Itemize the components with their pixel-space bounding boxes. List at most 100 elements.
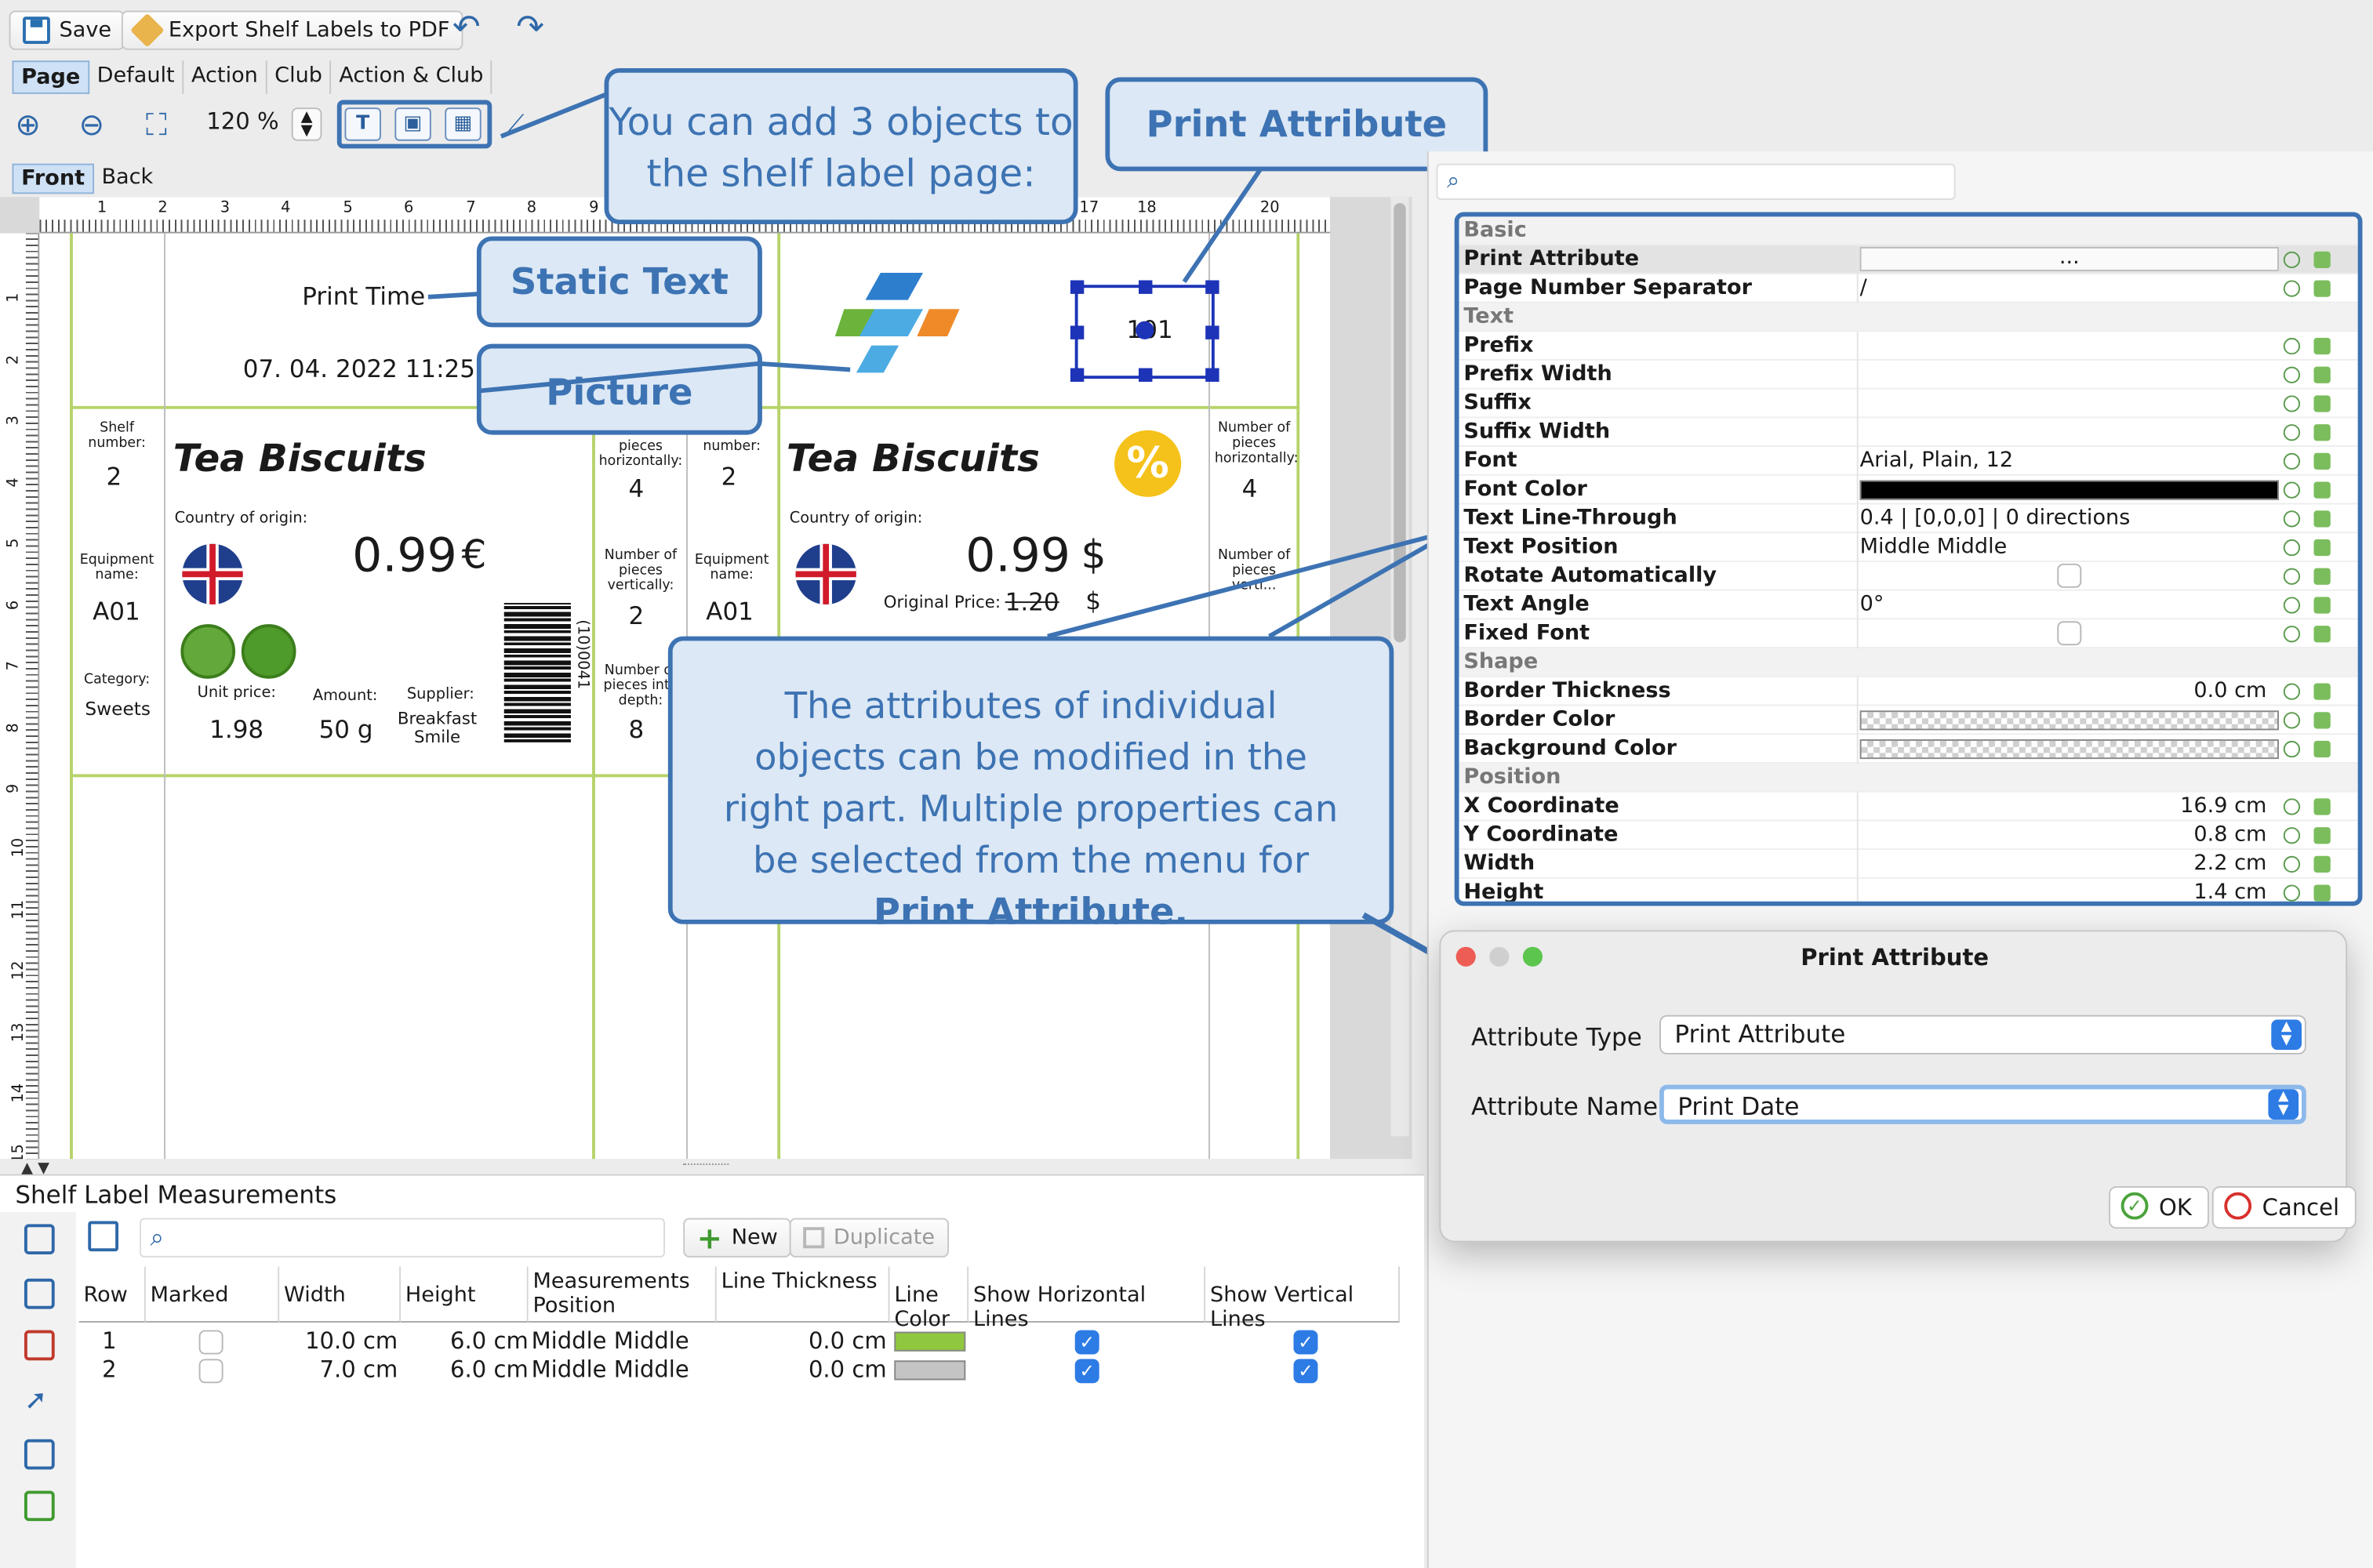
color-swatch[interactable] — [1859, 710, 2279, 731]
attribute-type-select[interactable]: Print Attribute ▲▼ — [1659, 1014, 2306, 1054]
tab-club[interactable]: Club — [267, 60, 332, 94]
property-checkbox[interactable] — [2057, 621, 2082, 646]
print-date-text[interactable]: 07. 04. 2022 11:25: — [242, 354, 484, 383]
marked-checkbox[interactable] — [198, 1330, 223, 1355]
save-button[interactable]: Save — [9, 10, 125, 50]
property-category[interactable]: ⌄Position — [1459, 763, 2358, 793]
attribute-name-select[interactable]: Print Date ▲▼ — [1659, 1084, 2306, 1124]
reset-icon[interactable] — [2283, 510, 2301, 528]
column-header[interactable]: Height — [401, 1266, 529, 1323]
select-all-icon[interactable] — [24, 1224, 55, 1255]
property-row[interactable]: Page Number Separator/ — [1459, 274, 2358, 303]
expand-chevron-icon[interactable]: ⌄ — [1455, 216, 1457, 245]
property-row[interactable]: Prefix — [1459, 332, 2358, 361]
expand-chevron-icon[interactable]: ⌄ — [1455, 303, 1457, 332]
apply-to-all-icon[interactable] — [2313, 712, 2331, 729]
property-row[interactable]: Prefix Width — [1459, 360, 2358, 390]
property-value[interactable]: 16.9 cm — [2180, 793, 2267, 818]
tab-action-club[interactable]: Action & Club — [332, 60, 493, 94]
minimize-icon[interactable] — [1489, 946, 1510, 967]
reset-icon[interactable] — [2283, 251, 2301, 269]
row-number[interactable]: 2 — [102, 1356, 117, 1384]
line-color-swatch[interactable] — [894, 1331, 966, 1352]
tab-action[interactable]: Action — [184, 60, 267, 94]
redo-icon[interactable]: ↷ — [516, 9, 544, 47]
resize-handle[interactable] — [1205, 368, 1219, 382]
maximize-icon[interactable] — [1522, 946, 1543, 967]
reset-icon[interactable] — [2283, 424, 2301, 441]
apply-to-all-icon[interactable] — [2313, 452, 2331, 470]
resize-handle[interactable] — [1070, 280, 1085, 294]
apply-to-all-icon[interactable] — [2313, 597, 2331, 614]
apply-to-all-icon[interactable] — [2313, 510, 2331, 528]
column-header[interactable]: Width — [279, 1266, 402, 1323]
canvas-scrollbar[interactable] — [1390, 197, 1409, 1137]
reset-icon[interactable] — [2283, 568, 2301, 585]
apply-to-all-icon[interactable] — [2313, 827, 2331, 844]
row-number[interactable]: 1 — [102, 1327, 117, 1355]
export-pdf-button[interactable]: Export Shelf Labels to PDF — [121, 10, 463, 50]
reset-icon[interactable] — [2283, 827, 2301, 844]
measurement-search-input[interactable]: ⌕ — [140, 1218, 665, 1258]
reset-icon[interactable] — [2283, 798, 2301, 815]
vertical-lines-checkbox[interactable]: ✓ — [1293, 1359, 1318, 1384]
tab-default[interactable]: Default — [89, 60, 184, 94]
property-row[interactable]: Rotate Automatically — [1459, 561, 2358, 591]
horizontal-lines-checkbox[interactable]: ✓ — [1074, 1330, 1099, 1355]
tab-page[interactable]: Page — [12, 60, 89, 94]
reset-icon[interactable] — [2283, 884, 2301, 902]
apply-to-all-icon[interactable] — [2313, 539, 2331, 557]
property-value[interactable]: 2.2 cm — [2193, 851, 2267, 876]
logo-picture[interactable] — [834, 272, 963, 379]
zoom-level[interactable]: 120 % — [206, 107, 279, 135]
property-value[interactable]: 0° — [1859, 592, 1884, 617]
cursor-icon[interactable]: ➚ — [24, 1385, 48, 1417]
reset-icon[interactable] — [2283, 740, 2301, 758]
thickness-cell[interactable]: 0.0 cm — [808, 1356, 887, 1384]
apply-to-all-icon[interactable] — [2313, 568, 2331, 585]
reset-icon[interactable] — [2283, 626, 2301, 643]
column-header[interactable]: Show Vertical Lines — [1205, 1266, 1401, 1332]
property-value[interactable]: Middle Middle — [1859, 535, 2008, 560]
resize-handle[interactable] — [1139, 368, 1153, 382]
height-cell[interactable]: 6.0 cm — [450, 1327, 529, 1355]
print-attribute-object[interactable]: 101 — [1070, 280, 1219, 382]
reset-icon[interactable] — [2283, 855, 2301, 873]
property-value[interactable]: / — [1859, 275, 1867, 300]
add-picture-icon[interactable]: ▣ — [394, 107, 431, 141]
vertical-lines-checkbox[interactable]: ✓ — [1293, 1330, 1318, 1355]
reset-icon[interactable] — [2283, 395, 2301, 412]
horizontal-lines-checkbox[interactable]: ✓ — [1074, 1359, 1099, 1384]
apply-to-all-icon[interactable] — [2313, 251, 2331, 269]
line-color-swatch[interactable] — [894, 1360, 966, 1381]
excel-export-icon[interactable] — [24, 1490, 55, 1522]
resize-handle[interactable] — [1070, 325, 1085, 339]
splitter-grip[interactable] — [683, 1163, 729, 1168]
copy-icon[interactable] — [24, 1278, 55, 1309]
zoom-out-icon[interactable]: ⊖ — [78, 106, 105, 143]
document-icon[interactable] — [24, 1439, 55, 1470]
font-color-swatch[interactable] — [1859, 480, 2279, 500]
apply-to-all-icon[interactable] — [2313, 626, 2331, 643]
property-row[interactable]: Background Color — [1459, 735, 2358, 764]
reset-icon[interactable] — [2283, 597, 2301, 614]
zoom-stepper[interactable]: ▲▼ — [291, 107, 322, 141]
undo-icon[interactable]: ↶ — [452, 9, 481, 47]
property-value[interactable]: 0.8 cm — [2193, 822, 2267, 848]
scrollbar-thumb[interactable] — [1394, 202, 1406, 643]
apply-to-all-icon[interactable] — [2313, 855, 2331, 873]
width-cell[interactable]: 10.0 cm — [305, 1327, 398, 1355]
zoom-in-icon[interactable]: ⊕ — [15, 106, 41, 143]
property-category[interactable]: ⌄Text — [1459, 303, 2358, 332]
apply-to-all-icon[interactable] — [2313, 481, 2331, 499]
property-value[interactable]: 0.4 | [0,0,0] | 0 directions — [1859, 506, 2131, 531]
property-category[interactable]: ⌄Basic — [1459, 216, 2358, 246]
collapse-arrows-icon[interactable]: ▲ ▼ — [21, 1160, 50, 1178]
resize-handle[interactable] — [1139, 280, 1153, 294]
apply-to-all-icon[interactable] — [2313, 366, 2331, 383]
